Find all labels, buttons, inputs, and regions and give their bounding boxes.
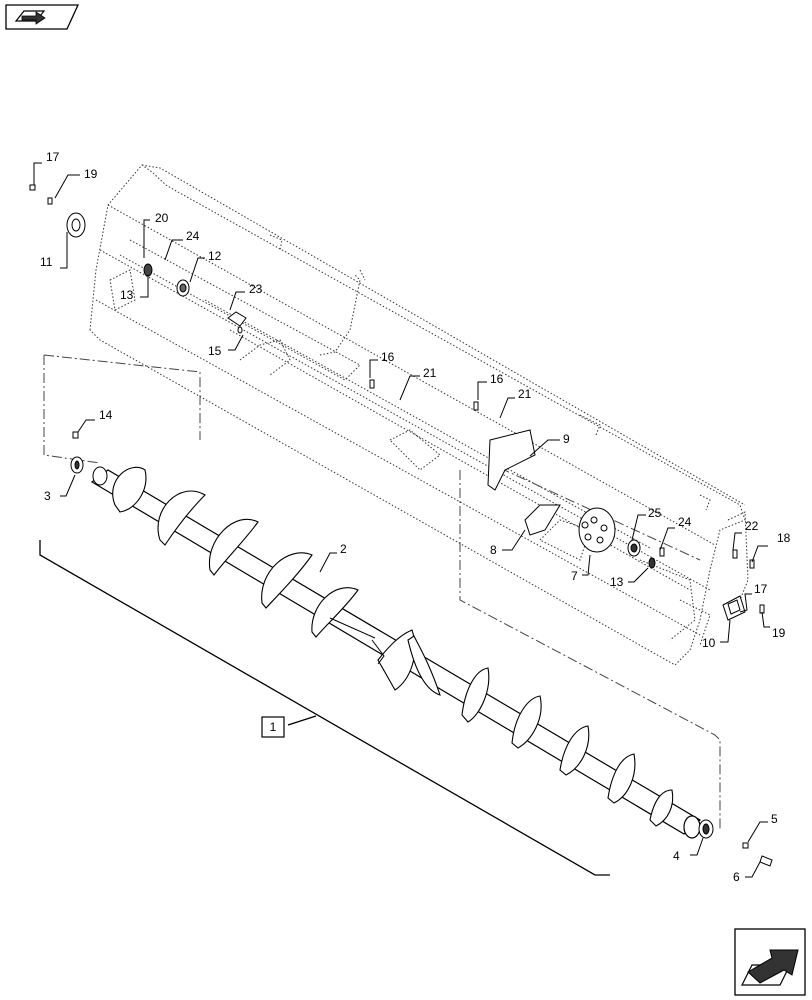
assembly-label-box: 1 <box>261 716 285 738</box>
callout-4: 4 <box>673 849 680 863</box>
callout-18: 18 <box>777 531 791 545</box>
callout-17-right: 17 <box>754 582 768 596</box>
callouts: 17 19 11 20 24 12 13 23 15 16 21 16 21 9… <box>40 150 791 884</box>
next-page-button[interactable] <box>734 928 806 996</box>
assembly-label: 1 <box>270 720 277 734</box>
callout-21-center: 21 <box>423 366 437 380</box>
callout-11: 11 <box>40 255 53 269</box>
callout-16-right: 16 <box>490 372 504 386</box>
callout-24-right: 24 <box>678 515 692 529</box>
callout-20: 20 <box>155 211 169 225</box>
callout-22: 22 <box>745 519 759 533</box>
callout-13-left: 13 <box>120 288 134 302</box>
callout-14: 14 <box>99 408 113 422</box>
callout-21-right: 21 <box>518 387 532 401</box>
callout-13-right: 13 <box>610 575 624 589</box>
auger <box>90 466 702 839</box>
callout-6: 6 <box>733 870 740 884</box>
callout-3: 3 <box>44 489 51 503</box>
callout-19-left: 19 <box>84 167 98 181</box>
callout-17-left: 17 <box>46 150 60 164</box>
callout-7: 7 <box>571 569 578 583</box>
callout-15: 15 <box>208 344 222 358</box>
callout-2: 2 <box>340 542 347 556</box>
callout-9: 9 <box>563 432 570 446</box>
callout-16-center: 16 <box>381 350 395 364</box>
assembly-bracket <box>39 540 610 876</box>
reference-outline <box>43 354 721 830</box>
callout-8: 8 <box>490 543 497 557</box>
book-arrow-icon <box>14 10 46 25</box>
callout-12: 12 <box>208 249 222 263</box>
callout-25: 25 <box>648 506 662 520</box>
callout-24-left: 24 <box>186 229 200 243</box>
leader-lines <box>33 162 770 878</box>
prev-section-button[interactable] <box>5 4 80 30</box>
next-page-arrow-icon <box>741 949 799 986</box>
callout-19-right: 19 <box>772 626 786 640</box>
callout-23: 23 <box>249 282 263 296</box>
callout-5: 5 <box>771 812 778 826</box>
callout-10: 10 <box>702 636 716 650</box>
